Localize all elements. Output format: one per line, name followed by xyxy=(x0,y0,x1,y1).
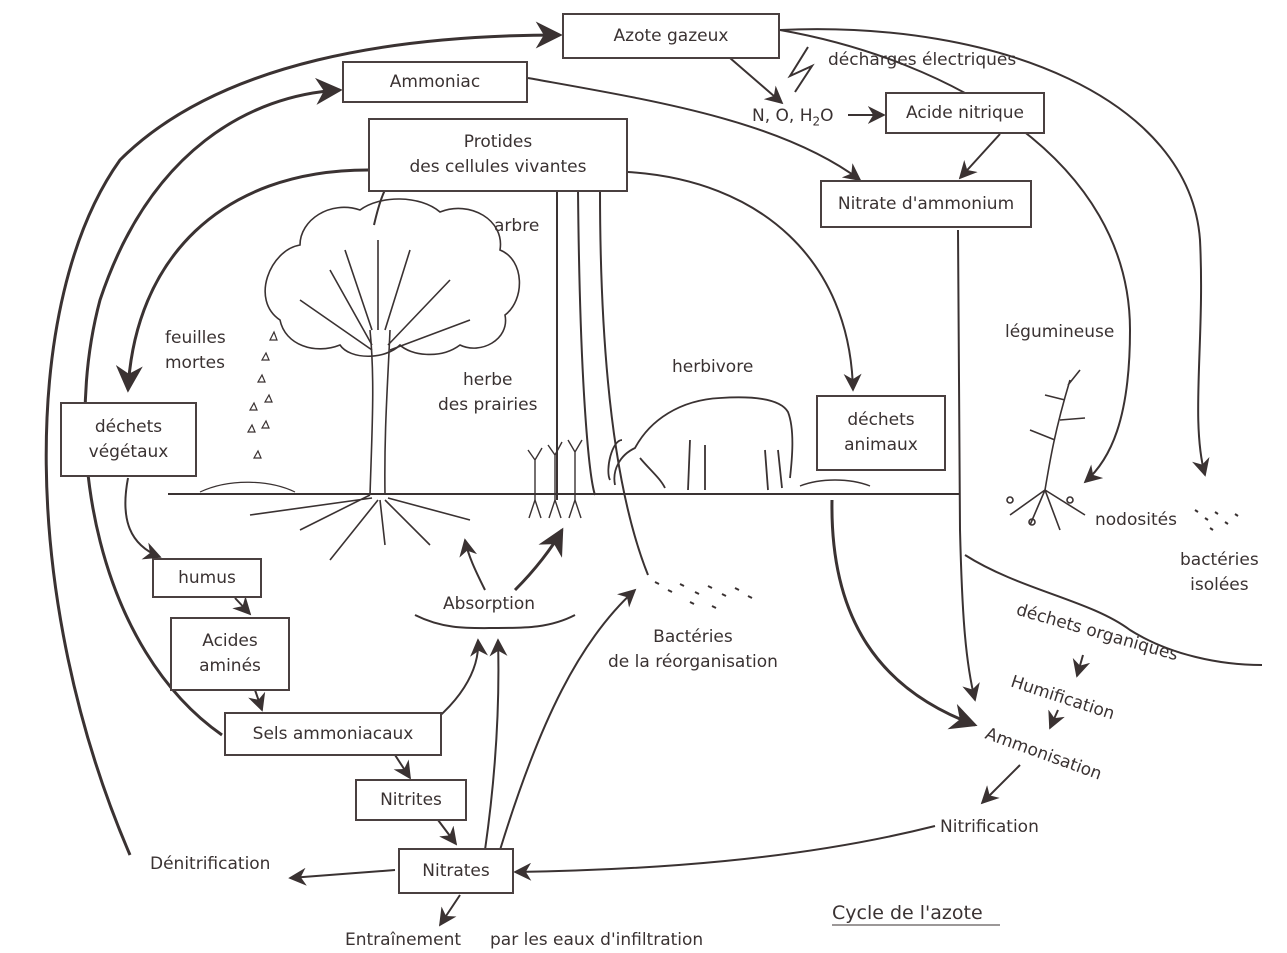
arrow-absorption-to-grass xyxy=(513,527,564,592)
arrow-nitrates-to-bacteries xyxy=(499,588,637,851)
line-protides-to-tree xyxy=(373,189,386,226)
arrow-absorption-to-tree xyxy=(459,538,486,591)
arrow-nitrites-to-nitrates xyxy=(437,819,458,846)
arrow-ammonisation-to-nitrification xyxy=(980,764,1021,805)
soil-curve xyxy=(964,554,1263,666)
box-dechets-vegetaux: déchets végétaux xyxy=(60,402,197,477)
arrow-dechets-vegetaux-to-humus xyxy=(124,477,162,560)
arrow-azote-to-bacteries xyxy=(779,28,1210,477)
arrow-humification-ammonisation xyxy=(1048,709,1065,730)
arrow-denitrification-to-azote xyxy=(44,21,563,856)
label-formula: N, O, H2O xyxy=(752,104,834,131)
arrow-nitrates-to-denitrification xyxy=(288,867,396,886)
label-nodosites: nodosités xyxy=(1095,510,1177,530)
falling-leaves xyxy=(199,330,296,493)
line-protides-to-grass-2 xyxy=(577,189,596,496)
label-decharges-electriques: décharges électriques xyxy=(828,50,1017,70)
box-ammoniac: Ammoniac xyxy=(342,61,528,103)
label-nitrification: Nitrification xyxy=(940,817,1039,837)
box-acides-amines: Acides aminés xyxy=(170,617,290,691)
ground-litter xyxy=(799,479,871,487)
arrow-acides-to-sels xyxy=(248,689,266,712)
arrow-azote-to-formula xyxy=(729,57,784,105)
arrow-acide-to-nitrate xyxy=(958,133,1001,180)
box-azote-gazeux: Azote gazeux xyxy=(562,13,780,59)
label-feuilles-mortes: feuilles mortes xyxy=(165,328,226,373)
legume-drawing xyxy=(1006,369,1086,531)
box-nitrate-ammonium: Nitrate d'ammonium xyxy=(820,180,1032,228)
cow-drawing xyxy=(607,396,794,491)
box-sels-ammoniacaux: Sels ammoniacaux xyxy=(224,712,442,756)
arrow-nitrification-to-nitrates xyxy=(513,825,936,881)
arrow-nitrates-to-absorption xyxy=(484,638,508,851)
lightning-bolt xyxy=(787,46,815,93)
label-entrainement: Entraînement xyxy=(345,930,462,950)
absorption-brace xyxy=(414,614,576,630)
box-acide-nitrique: Acide nitrique xyxy=(885,92,1045,134)
bacteria-dots xyxy=(654,509,1239,609)
label-infiltration: par les eaux d'infiltration xyxy=(490,930,704,950)
arrow-sels-to-ammoniac xyxy=(83,77,343,737)
label-legumineuse: légumineuse xyxy=(1005,322,1115,342)
label-arbre: arbre xyxy=(494,216,540,236)
arrow-protides-to-dechets-vegetaux xyxy=(115,168,369,393)
box-nitrites: Nitrites xyxy=(355,779,467,821)
arrow-dechets-to-ammonisation xyxy=(830,499,978,730)
tree-drawing xyxy=(249,198,521,561)
label-bacteries-isolees: bactéries isolées xyxy=(1180,550,1259,595)
box-dechets-animaux: déchets animaux xyxy=(816,395,946,471)
line-protides-to-bacteries xyxy=(599,189,649,576)
label-denitrification: Dénitrification xyxy=(150,854,271,874)
arrow-humus-to-acides xyxy=(232,596,252,616)
label-bacteries-reorganisation: Bactéries de la réorganisation xyxy=(608,627,778,672)
box-protides: Protides des cellules vivantes xyxy=(368,118,628,192)
grass-drawing xyxy=(527,439,583,519)
formula-subscript: 2 xyxy=(812,114,821,129)
arrow-sels-to-nitrites xyxy=(393,754,411,780)
formula-end: O xyxy=(820,106,834,126)
arrow-nitrate-ammonium-down xyxy=(957,229,980,702)
box-humus: humus xyxy=(152,558,262,598)
arrow-organic-humification xyxy=(1072,654,1091,678)
arrow-protides-to-dechets-animaux xyxy=(627,171,862,392)
label-herbivore: herbivore xyxy=(672,357,754,377)
arrow-azote-to-legumineuse xyxy=(779,29,1132,484)
caption-cycle-azote: Cycle de l'azote xyxy=(832,902,983,924)
formula-main: N, O, H xyxy=(752,106,813,126)
arrow-ammoniac-to-nitrate xyxy=(527,77,862,182)
label-herbe-des-prairies: herbe des prairies xyxy=(438,370,538,415)
box-nitrates: Nitrates xyxy=(398,848,514,894)
arrow-nitrates-entrainement xyxy=(439,894,461,927)
label-absorption: Absorption xyxy=(443,594,536,614)
